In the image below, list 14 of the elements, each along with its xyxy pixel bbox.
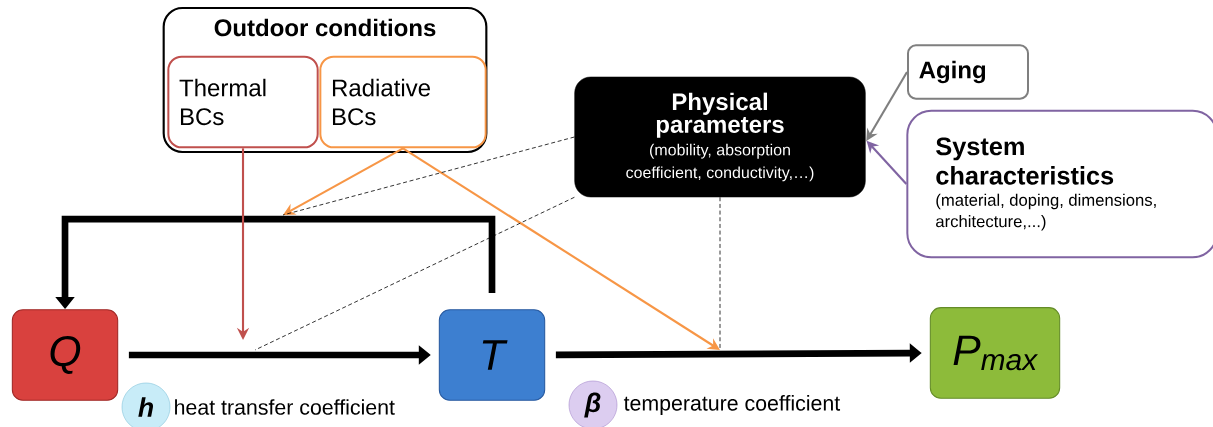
process-box: P$_{max}$ <box>929 307 1061 399</box>
dashed-line <box>282 136 575 216</box>
node-label: temperature coefficient <box>623 395 841 415</box>
process-box: T <box>438 309 546 401</box>
node-label: heat transfer coefficient <box>175 399 395 415</box>
condition-box: Radiative BCs <box>319 55 487 149</box>
parameter-box: Physical parameters (mobility, absorption coefficient, conductivity,…) <box>574 76 866 198</box>
arrow <box>402 147 720 350</box>
process-box: Q <box>11 309 119 401</box>
dashed-line <box>719 196 721 351</box>
condition-box: Thermal BCs <box>167 55 319 149</box>
dashed-line <box>254 196 575 351</box>
factor-box: System characteristics (material, doping, dimensions, architecture,...) <box>906 109 1213 259</box>
factor-box: Aging <box>907 44 1029 100</box>
